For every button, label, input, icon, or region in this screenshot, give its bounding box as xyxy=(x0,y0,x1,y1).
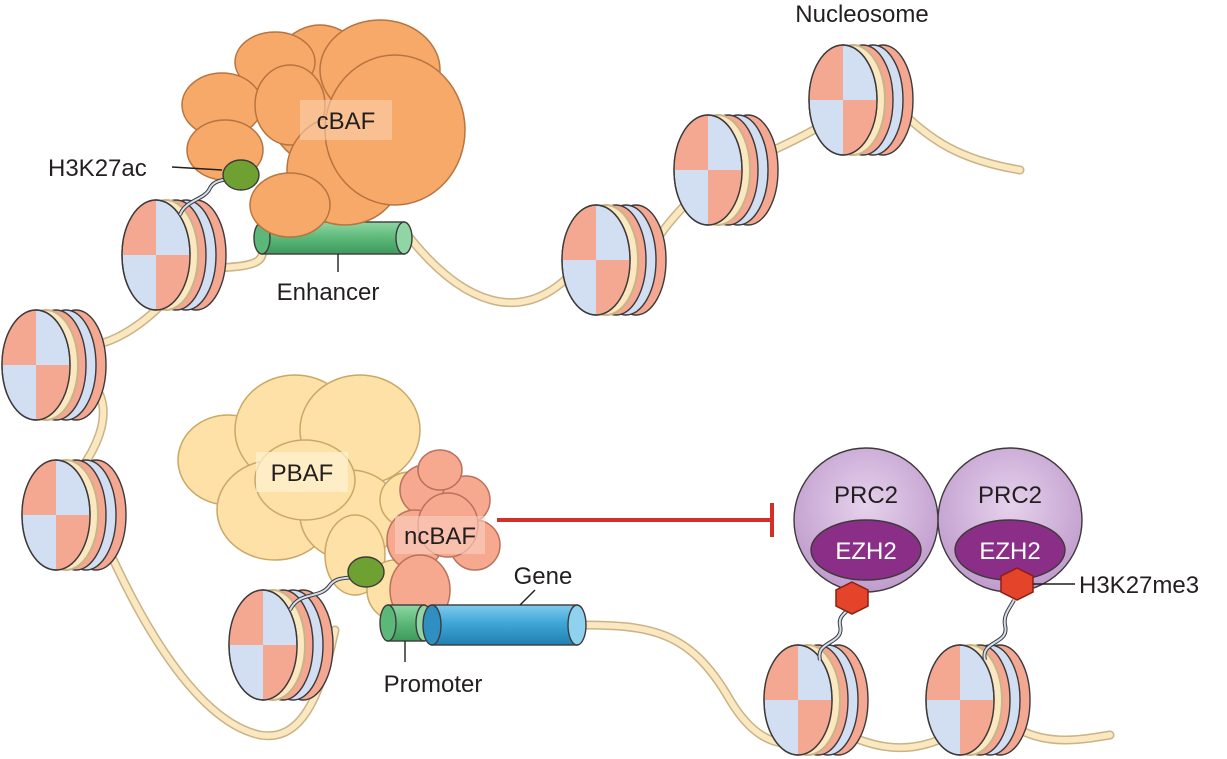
h3k27ac-mark-lower xyxy=(347,556,385,588)
gene-element xyxy=(422,604,587,646)
promoter-label: Promoter xyxy=(384,671,483,698)
nucleosome-7 xyxy=(228,589,334,701)
prc2-complex-left xyxy=(793,447,939,593)
nucleosome-4 xyxy=(121,199,227,311)
enhancer-label: Enhancer xyxy=(277,279,380,306)
nucleosome-2 xyxy=(673,114,779,226)
cbaf-complex xyxy=(181,19,466,238)
nucleosome-6 xyxy=(21,459,127,571)
cbaf-label: cBAF xyxy=(317,108,376,135)
inhibition-arrow xyxy=(497,503,774,537)
pbaf-label: PBAF xyxy=(271,460,334,487)
ezh2-label-right: EZH2 xyxy=(979,538,1040,565)
nucleosomes xyxy=(1,44,1031,756)
h3k27ac-label: H3K27ac xyxy=(48,155,147,182)
h3k27me3-mark-right xyxy=(1000,567,1034,601)
h3k27me3-mark-left xyxy=(835,581,869,615)
nucleosome-8 xyxy=(763,644,869,756)
prc2-label-left: PRC2 xyxy=(834,482,898,509)
nucleosome-3 xyxy=(561,204,667,316)
h3k27me3-label: H3K27me3 xyxy=(1079,572,1199,599)
gene-label: Gene xyxy=(514,563,573,590)
nucleosome-5 xyxy=(1,309,107,421)
prc2-complex-right xyxy=(937,447,1083,593)
nucleosome-label: Nucleosome xyxy=(795,1,928,28)
h3k27ac-mark xyxy=(222,159,260,191)
nucleosome-9 xyxy=(925,644,1031,756)
ezh2-label-left: EZH2 xyxy=(835,538,896,565)
nucleosome-1 xyxy=(808,44,914,156)
ncbaf-label: ncBAF xyxy=(404,523,476,550)
prc2-label-right: PRC2 xyxy=(978,482,1042,509)
